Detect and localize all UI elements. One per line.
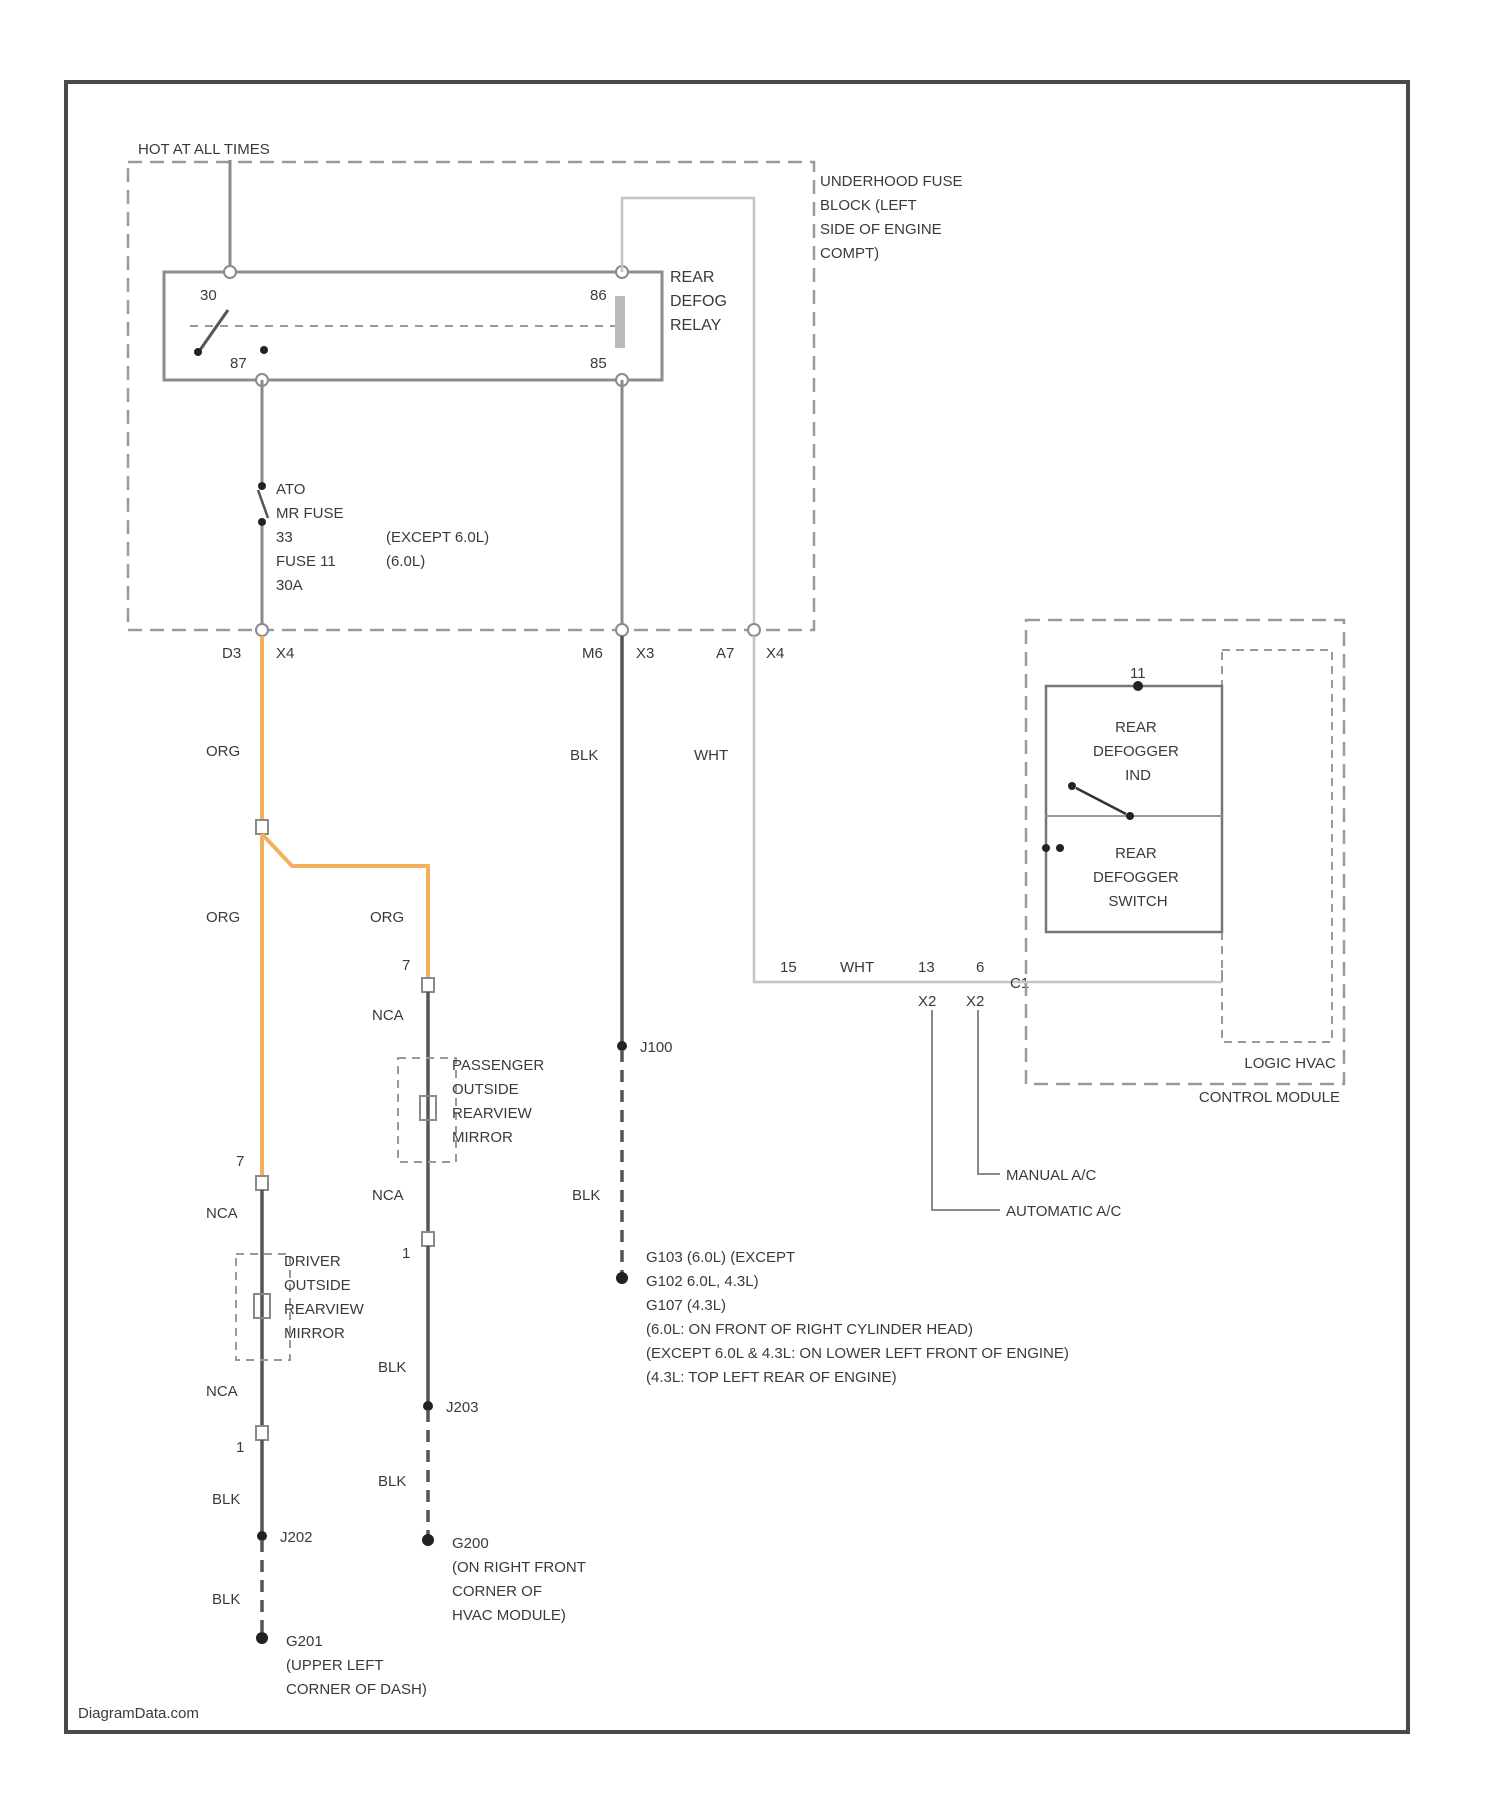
fuse-notes: (EXCEPT 6.0L) (6.0L) — [386, 529, 493, 570]
pas-connector-top — [422, 978, 434, 992]
switch-terminal — [1056, 844, 1064, 852]
manual-ac-label: MANUAL A/C — [1006, 1167, 1096, 1184]
splice-j100-label: J100 — [640, 1039, 673, 1056]
splice-j100 — [617, 1041, 627, 1051]
relay-control-wire — [622, 198, 754, 628]
fuse-terminal — [258, 482, 266, 490]
splice-j203-label: J203 — [446, 1399, 479, 1416]
relay-contact-dot — [194, 348, 202, 356]
pin-13: 13 — [918, 959, 935, 976]
wht-wire — [754, 636, 1018, 982]
wire-nca-2: NCA — [372, 1187, 404, 1204]
splice-j203 — [423, 1401, 433, 1411]
ground-g201-label: G201 (UPPER LEFT CORNER OF DASH) — [286, 1633, 427, 1698]
passenger-mirror-label: PASSENGER OUTSIDE REARVIEW MIRROR — [452, 1057, 548, 1146]
automatic-ac-label: AUTOMATIC A/C — [1006, 1203, 1121, 1220]
fuse-terminal — [258, 518, 266, 526]
wire-blk-drv-1: BLK — [212, 1491, 240, 1508]
wire-org-label-3: ORG — [370, 909, 404, 926]
fuse-block-label: UNDERHOOD FUSE BLOCK (LEFT SIDE OF ENGIN… — [820, 173, 967, 262]
wire-nca-1: NCA — [372, 1007, 404, 1024]
splice-j202-label: J202 — [280, 1529, 313, 1546]
automatic-ac-lead — [932, 1010, 1000, 1210]
connector-mid-a: M6 — [582, 645, 603, 662]
drv-pin-top: 7 — [236, 1153, 244, 1170]
connector-mid-b: X3 — [636, 645, 654, 662]
pas-pin-top: 7 — [402, 957, 410, 974]
drv-connector-top — [256, 1176, 268, 1190]
wire-org-label-1: ORG — [206, 743, 240, 760]
relay-pin-87: 87 — [230, 355, 247, 372]
driver-mirror-label: DRIVER OUTSIDE REARVIEW MIRROR — [284, 1253, 368, 1342]
hvac-module-label: LOGIC HVAC CONTROL MODULE — [1199, 1055, 1340, 1106]
wire-wht-label: WHT — [694, 747, 728, 764]
ground-g200-label: G200 (ON RIGHT FRONT CORNER OF HVAC MODU… — [452, 1535, 590, 1624]
hvac-module-outline — [1026, 620, 1344, 1084]
pas-connector-bot — [422, 1232, 434, 1246]
wire-blk-drv-2: BLK — [212, 1591, 240, 1608]
connector-right-a: A7 — [716, 645, 734, 662]
fuse-element — [258, 490, 268, 518]
connector-left-a: D3 — [222, 645, 241, 662]
wire-wht2-label: WHT — [840, 959, 874, 976]
drv-connector-bot — [256, 1426, 268, 1440]
pin-x2b: X2 — [966, 993, 984, 1010]
relay-coil — [615, 296, 625, 348]
switch-terminal — [1068, 782, 1076, 790]
ground-g103 — [616, 1272, 628, 1284]
pin-x2a: X2 — [918, 993, 936, 1010]
fuse-label: ATO MR FUSE 33 FUSE 11 30A — [276, 481, 348, 594]
defogger-switch-contact — [1076, 788, 1126, 814]
wire-org-label-2: ORG — [206, 909, 240, 926]
wire-nca-3: NCA — [206, 1205, 238, 1222]
diagram-frame — [66, 82, 1408, 1732]
relay-contact-dot-87 — [260, 346, 268, 354]
hvac-logic-outline — [1222, 650, 1332, 1042]
manual-ac-lead — [978, 1010, 1000, 1174]
wire-blk-pas-2: BLK — [378, 1473, 406, 1490]
watermark: DiagramData.com — [78, 1705, 199, 1722]
ground-g201 — [256, 1632, 268, 1644]
hot-at-all-times-label: HOT AT ALL TIMES — [138, 141, 270, 158]
rear-defogger-ind-label: REAR DEFOGGER IND — [1093, 719, 1183, 784]
wire-nca-4: NCA — [206, 1383, 238, 1400]
rear-defogger-switch-label: REAR DEFOGGER SWITCH — [1093, 845, 1183, 910]
wire-blk-main: BLK — [570, 747, 598, 764]
org-splice — [256, 820, 268, 834]
wire-blk-pas-1: BLK — [378, 1359, 406, 1376]
connector-pin — [256, 624, 268, 636]
ground-mid-label: G103 (6.0L) (EXCEPT G102 6.0L, 4.3L) G10… — [646, 1249, 1073, 1386]
switch-terminal — [1126, 812, 1134, 820]
splice-j202 — [257, 1531, 267, 1541]
pas-pin-bot: 1 — [402, 1245, 410, 1262]
wire-blk-mid-2: BLK — [572, 1187, 600, 1204]
pin-6: 6 — [976, 959, 984, 976]
ground-g200 — [422, 1534, 434, 1546]
relay-pin-marker — [224, 266, 236, 278]
ind-terminal — [1133, 681, 1143, 691]
pin-11: 11 — [1130, 665, 1146, 682]
relay-pin-30: 30 — [200, 287, 217, 304]
relay-pin-86: 86 — [590, 287, 607, 304]
relay-label: REAR DEFOG RELAY — [670, 269, 731, 334]
relay-pin-85: 85 — [590, 355, 607, 372]
connector-right-b: X4 — [766, 645, 784, 662]
connector-pin — [748, 624, 760, 636]
drv-pin-bot: 1 — [236, 1439, 244, 1456]
wire-150-label: 15 — [780, 959, 797, 976]
connector-pin — [616, 624, 628, 636]
connector-left-b: X4 — [276, 645, 294, 662]
switch-terminal — [1042, 844, 1050, 852]
relay-switch-contact — [200, 310, 228, 350]
